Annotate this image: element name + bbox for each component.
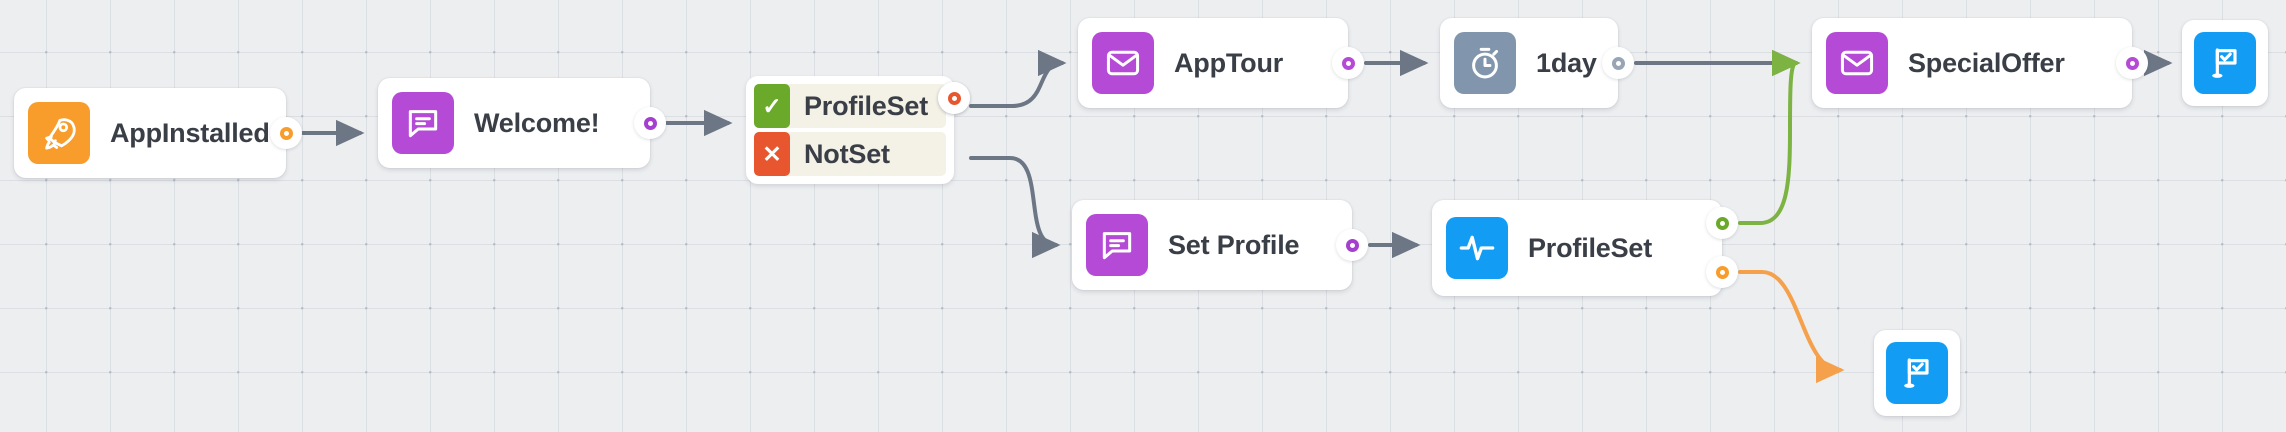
wire-profileset-orange-to-goal	[1738, 270, 1845, 384]
node-label: SpecialOffer	[1908, 47, 2065, 78]
node-label: ProfileSet	[1528, 232, 1653, 263]
node-one-day[interactable]: 1day	[1440, 18, 1634, 108]
node-app-tour[interactable]: AppTour	[1078, 18, 1364, 108]
goal-flag-icon	[2194, 32, 2256, 94]
rocket-icon	[28, 102, 90, 164]
branch-row-profileset[interactable]: ✓ ProfileSet	[754, 82, 970, 128]
envelope-icon	[1092, 32, 1154, 94]
node-label: AppTour	[1174, 47, 1284, 78]
goal-flag-icon	[1886, 342, 1948, 404]
wire-condition-no-to-setprofile	[969, 156, 1061, 259]
output-port-green[interactable]	[1706, 207, 1738, 239]
branch-row-notset[interactable]: ✕ NotSet	[754, 82, 970, 176]
cross-icon: ✕	[754, 132, 790, 176]
node-special-offer[interactable]: SpecialOffer	[1812, 18, 2148, 108]
node-label: Welcome!	[474, 107, 600, 138]
pulse-icon	[1446, 217, 1508, 279]
node-goal-top[interactable]	[2182, 20, 2268, 106]
branch-label: NotSet	[804, 138, 890, 169]
check-icon: ✓	[754, 84, 790, 128]
output-port[interactable]	[270, 117, 302, 149]
wire-condition-yes-to-apptour	[969, 49, 1067, 108]
node-welcome[interactable]: Welcome!	[378, 78, 666, 168]
output-port[interactable]	[1332, 47, 1364, 79]
node-label: 1day	[1536, 47, 1597, 78]
wire-profileset-green-to-specialoffer	[1738, 49, 1801, 225]
output-port[interactable]	[1602, 47, 1634, 79]
node-goal-bottom[interactable]	[1874, 330, 1960, 416]
envelope-icon	[1826, 32, 1888, 94]
node-set-profile[interactable]: Set Profile	[1072, 200, 1368, 290]
node-profile-set-event[interactable]: ProfileSet	[1432, 200, 1738, 296]
chat-bubble-icon	[1086, 214, 1148, 276]
output-port[interactable]	[1336, 229, 1368, 261]
chat-bubble-icon	[392, 92, 454, 154]
branch-label: ProfileSet	[804, 90, 929, 121]
output-port-no[interactable]	[938, 82, 970, 114]
stopwatch-icon	[1454, 32, 1516, 94]
cross-glyph: ✕	[762, 140, 782, 167]
output-port[interactable]	[634, 107, 666, 139]
node-app-installed[interactable]: AppInstalled	[14, 88, 302, 178]
output-port[interactable]	[2116, 47, 2148, 79]
node-label: AppInstalled	[110, 117, 270, 148]
node-profile-condition[interactable]: ✓ ProfileSet ✕ NotSet	[746, 76, 970, 184]
output-port-orange[interactable]	[1706, 256, 1738, 288]
check-glyph: ✓	[762, 92, 782, 119]
node-label: Set Profile	[1168, 229, 1300, 260]
